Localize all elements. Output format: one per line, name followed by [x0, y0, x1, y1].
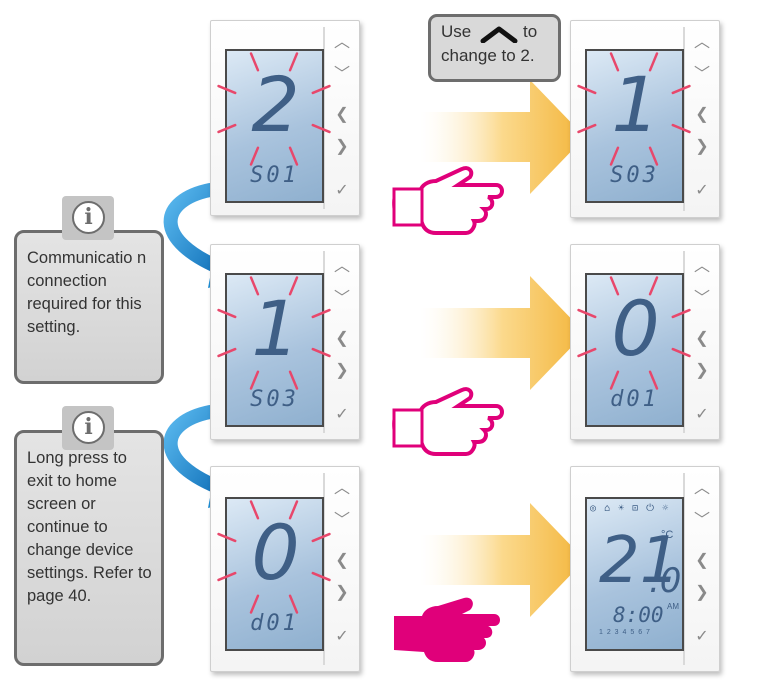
- callout-line2: change to 2.: [441, 46, 535, 65]
- down-button[interactable]: ﹀: [693, 512, 710, 529]
- flash-ray: [249, 370, 260, 390]
- right-button[interactable]: ❯: [695, 138, 709, 155]
- flash-ray: [249, 146, 260, 166]
- info-icon: i: [62, 196, 114, 240]
- up-button[interactable]: ︿: [693, 480, 710, 497]
- right-button[interactable]: ❯: [335, 362, 349, 379]
- thermostat-4: 1 S03 ︿ ﹀ ❮ ❯ ✓: [570, 20, 720, 218]
- right-arrow-1: [420, 80, 585, 194]
- left-button[interactable]: ❮: [695, 330, 709, 347]
- lcd-screen: 1 S03: [577, 49, 691, 203]
- lcd-value: 1: [251, 284, 299, 373]
- ok-button[interactable]: ✓: [335, 182, 349, 199]
- flash-ray: [609, 146, 620, 166]
- lcd-code: S03: [250, 387, 299, 412]
- flash-ray: [288, 146, 299, 166]
- up-button[interactable]: ︿: [693, 258, 710, 275]
- ok-button[interactable]: ✓: [695, 628, 709, 645]
- up-button[interactable]: ︿: [333, 34, 350, 51]
- home-days: 1 2 3 4 5 6 7: [599, 629, 651, 636]
- thermostat-1: 2 S01 ︿ ﹀ ❮ ❯ ✓: [210, 20, 360, 216]
- lcd-value: 0: [251, 508, 299, 597]
- up-button[interactable]: ︿: [333, 258, 350, 275]
- flash-ray: [648, 370, 659, 390]
- pointing-hand-outline-1: [392, 166, 504, 235]
- lcd-screen: 2 S01: [217, 49, 331, 203]
- right-arrow-3: [420, 503, 585, 617]
- right-button[interactable]: ❯: [335, 138, 349, 155]
- callout-use-text: Use: [441, 22, 472, 41]
- left-button[interactable]: ❮: [335, 552, 349, 569]
- callout-to-text: to: [523, 22, 538, 41]
- home-time: 8:00: [613, 603, 664, 627]
- pointing-hand-outline-2: [392, 387, 504, 456]
- down-button[interactable]: ﹀: [693, 290, 710, 307]
- right-button[interactable]: ❯: [695, 362, 709, 379]
- lcd-value: 0: [611, 284, 659, 373]
- status-icons-row: ◎ ⌂ ☀ ⊡ ⏻ ☼: [590, 503, 670, 514]
- thermostat-home: ◎ ⌂ ☀ ⊡ ⏻ ☼ 21 °C .0 8:00 AM 1 2 3 4 5 6…: [570, 466, 720, 672]
- left-button[interactable]: ❮: [335, 330, 349, 347]
- pointing-hand-filled: [394, 597, 500, 662]
- ok-button[interactable]: ✓: [695, 406, 709, 423]
- flash-ray: [648, 146, 659, 166]
- down-button[interactable]: ﹀: [333, 512, 350, 529]
- flash-ray: [609, 370, 620, 390]
- right-arrow-2: [420, 276, 585, 390]
- home-ampm: AM: [667, 602, 679, 611]
- home-temperature: 21: [599, 524, 681, 598]
- instruction-callout: Use to change to 2.: [428, 14, 561, 82]
- ok-button[interactable]: ✓: [335, 406, 349, 423]
- down-button[interactable]: ﹀: [333, 290, 350, 307]
- info-box-1: Communicatio n connection required for t…: [14, 230, 164, 384]
- flash-ray: [288, 594, 299, 614]
- lcd-value: 2: [251, 60, 299, 149]
- lcd-code: S03: [610, 163, 659, 188]
- down-button[interactable]: ﹀: [693, 66, 710, 83]
- lcd-screen: 1 S03: [217, 273, 331, 427]
- thermostat-3: 0 d01 ︿ ﹀ ❮ ❯ ✓: [210, 466, 360, 672]
- up-button[interactable]: ︿: [693, 34, 710, 51]
- right-button[interactable]: ❯: [335, 584, 349, 601]
- home-temperature-decimal: .0: [649, 561, 682, 601]
- info-icon: i: [62, 406, 114, 450]
- left-button[interactable]: ❮: [695, 106, 709, 123]
- lcd-screen: 0 d01: [577, 273, 691, 427]
- up-button[interactable]: ︿: [333, 480, 350, 497]
- lcd-code: d01: [610, 387, 659, 412]
- thermostat-2: 1 S03 ︿ ﹀ ❮ ❯ ✓: [210, 244, 360, 440]
- thermostat-5: 0 d01 ︿ ﹀ ❮ ❯ ✓: [570, 244, 720, 440]
- info-box-2: Long press to exit to home screen or con…: [14, 430, 164, 666]
- home-lcd-screen: ◎ ⌂ ☀ ⊡ ⏻ ☼ 21 °C .0 8:00 AM 1 2 3 4 5 6…: [585, 497, 684, 651]
- info-box-2-text: Long press to exit to home screen or con…: [27, 449, 152, 605]
- home-temp-unit: °C: [661, 529, 674, 541]
- lcd-code: d01: [250, 611, 299, 636]
- lcd-screen: 0 d01: [217, 497, 331, 651]
- flash-ray: [249, 594, 260, 614]
- flash-ray: [288, 370, 299, 390]
- ok-button[interactable]: ✓: [695, 182, 709, 199]
- left-button[interactable]: ❮: [335, 106, 349, 123]
- ok-button[interactable]: ✓: [335, 628, 349, 645]
- chevron-up-icon: [480, 26, 518, 43]
- lcd-value: 1: [611, 60, 659, 149]
- right-button[interactable]: ❯: [695, 584, 709, 601]
- left-button[interactable]: ❮: [695, 552, 709, 569]
- lcd-code: S01: [250, 163, 299, 188]
- info-box-1-text: Communicatio n connection required for t…: [27, 249, 147, 336]
- down-button[interactable]: ﹀: [333, 66, 350, 83]
